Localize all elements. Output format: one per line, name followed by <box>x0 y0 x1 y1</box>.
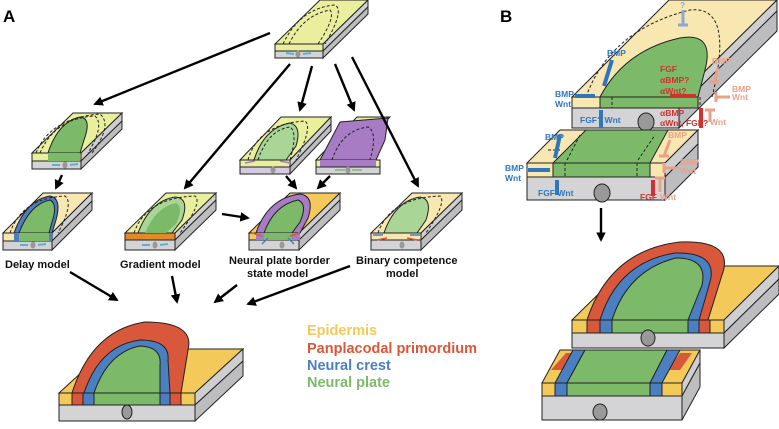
gradient-model-label: Gradient model <box>120 259 201 271</box>
arrow-to-border-green <box>297 65 314 112</box>
arrow-delay-to-final <box>69 270 119 302</box>
svg-text:?: ? <box>680 0 685 10</box>
lineage-arrows <box>54 31 420 306</box>
border-state-label-line1: Neural plate border <box>229 255 331 267</box>
svg-text:αBMP: αBMP <box>660 108 684 118</box>
legend-neural-plate: Neural plate <box>307 375 390 391</box>
svg-text:Wnt: Wnt <box>680 166 696 176</box>
svg-text:BMP: BMP <box>545 132 564 142</box>
arrow-border-to-final <box>213 284 238 304</box>
neural-plate-final <box>93 345 161 394</box>
b-final-upper-block <box>570 241 779 350</box>
arrow-to-border-purple <box>333 63 356 112</box>
b-signals-upper: BMP BMP Wnt FGF? Wnt FGF αBMP? αWnt? αBM… <box>555 0 751 128</box>
svg-text:BMP: BMP <box>712 56 731 66</box>
legend-panplacodal: Panplacodal primordium <box>307 341 477 357</box>
gradient-orange-layer <box>124 232 176 241</box>
arrow-to-delay <box>93 31 271 106</box>
b-neural-plate-upper <box>599 36 708 98</box>
border-state-upper-green <box>238 115 333 176</box>
svg-text:αWnt?: αWnt? <box>660 86 686 96</box>
svg-text:Wnt: Wnt <box>660 192 676 202</box>
notochord <box>295 50 301 58</box>
svg-text:BMP: BMP <box>732 84 751 94</box>
svg-text:BMP: BMP <box>555 89 574 99</box>
delay-model-block <box>1 191 94 252</box>
border-state-upper-purple <box>314 116 392 175</box>
block-front-face <box>274 43 324 52</box>
svg-text:FGF: FGF <box>640 192 657 202</box>
neural-plate-region <box>47 116 88 154</box>
binary-competence-block <box>369 191 464 252</box>
svg-text:BMP: BMP <box>668 130 687 140</box>
border-state-label-line2: state model <box>247 268 308 280</box>
legend-epidermis: Epidermis <box>307 323 377 339</box>
arrow-gradient-to-border <box>221 212 250 222</box>
panel-a-label: A <box>3 7 15 26</box>
svg-text:FGF: FGF <box>660 64 677 74</box>
b-upper-block <box>570 0 778 132</box>
svg-text:FGF Wnt: FGF Wnt <box>538 188 574 198</box>
svg-text:BMP: BMP <box>505 163 524 173</box>
svg-text:αBMP?: αBMP? <box>660 75 689 85</box>
svg-text:BMP: BMP <box>680 157 699 167</box>
b-signals-lower: BMP BMP Wnt FGF Wnt FGF Wnt BMP BMP Wnt <box>505 130 699 202</box>
b-lower-block <box>525 128 700 203</box>
binary-label-line1: Binary competence <box>356 255 457 267</box>
arrow-gradient-to-final <box>170 275 181 304</box>
delay-model-label: Delay model <box>5 259 70 271</box>
legend-neural-crest: Neural crest <box>307 358 391 374</box>
arrow-binary-to-final <box>246 264 351 306</box>
initial-stage-block <box>273 0 369 60</box>
b-final-lower-block <box>541 349 701 421</box>
border-state-model-block <box>247 191 342 252</box>
svg-text:Wnt: Wnt <box>555 99 571 109</box>
svg-text:Wnt: Wnt <box>710 117 726 127</box>
svg-text:FGF? Wnt: FGF? Wnt <box>580 115 621 125</box>
signal-bmp-top: BMP <box>607 48 626 58</box>
legend: Epidermis Panplacodal primordium Neural … <box>307 323 477 391</box>
panel-b-label: B <box>500 7 512 26</box>
signal-arrows-cyan <box>285 52 312 55</box>
svg-text:Wnt: Wnt <box>732 92 748 102</box>
arrow-to-gradient <box>183 63 291 190</box>
svg-text:Wnt: Wnt <box>505 173 521 183</box>
svg-text:αWnt, FGF?: αWnt, FGF? <box>660 118 708 128</box>
final-pattern-block <box>57 321 245 423</box>
delay-upper-block <box>30 111 124 171</box>
binary-label-line2: model <box>386 268 418 280</box>
arrow-to-binary <box>350 56 420 188</box>
gradient-model-block <box>123 191 218 252</box>
arrow-delay-down <box>54 174 64 190</box>
